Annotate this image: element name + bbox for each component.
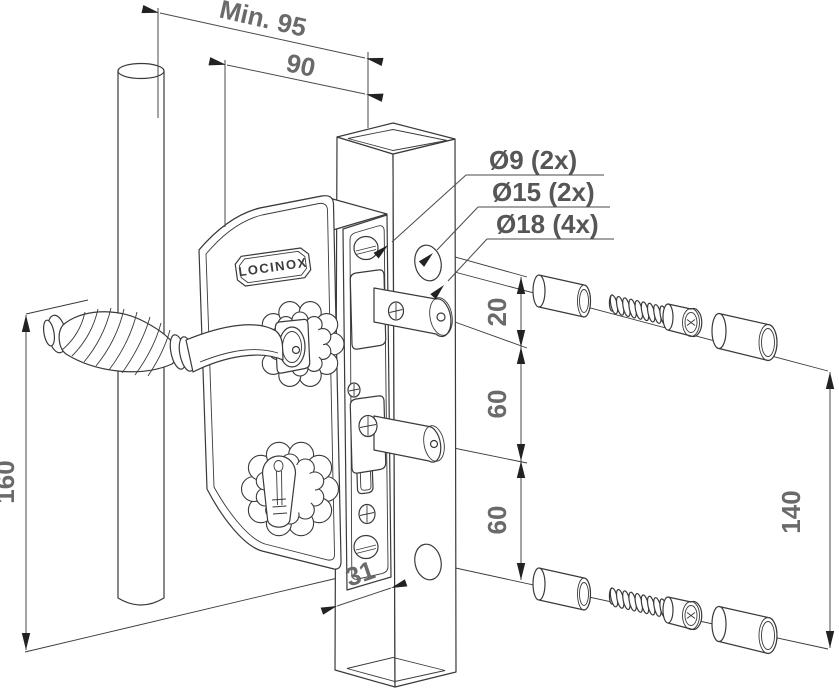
dead-bolt bbox=[349, 395, 445, 474]
latch-adjust-screw bbox=[387, 301, 405, 321]
top-fixing-screw bbox=[353, 235, 379, 261]
latch-bolt bbox=[349, 269, 453, 350]
label-d15: Ø15 (2x) bbox=[418, 177, 610, 267]
dim-160: 160 bbox=[0, 315, 31, 650]
dim-90: 90 bbox=[208, 48, 384, 227]
cover-cap bbox=[711, 312, 778, 362]
small-phillips-screw bbox=[347, 382, 361, 398]
handle-twist-lines bbox=[61, 307, 171, 377]
dim-min-95: Min. 95 bbox=[141, 0, 384, 128]
label-d9-text: Ø9 (2x) bbox=[489, 145, 577, 175]
dim-chain-20-60-60: 20 60 60 bbox=[482, 277, 526, 580]
spacer-sleeve bbox=[532, 567, 592, 611]
drill-hole-bottom bbox=[414, 543, 442, 581]
fastener-set-bottom bbox=[532, 567, 778, 655]
label-d18: Ø18 (4x) bbox=[430, 209, 614, 300]
lock-body: LOCINOX bbox=[198, 195, 392, 591]
socket-screw bbox=[608, 294, 703, 338]
fastener-set-top bbox=[532, 274, 778, 362]
bottom-fixing-screw bbox=[353, 534, 379, 560]
dim-90-value: 90 bbox=[284, 48, 319, 83]
faceplate-inner-panel bbox=[349, 225, 389, 580]
key-hole bbox=[273, 460, 284, 472]
label-d18-text: Ø18 (4x) bbox=[496, 209, 599, 239]
lower-phillips-screw bbox=[358, 503, 376, 525]
brand-plate: LOCINOX bbox=[234, 247, 312, 287]
handle bbox=[42, 307, 301, 377]
dim-20-value: 20 bbox=[482, 298, 512, 327]
dim-140-value: 140 bbox=[776, 490, 806, 533]
cylinder-rosette bbox=[240, 441, 340, 537]
drill-hole-top bbox=[414, 244, 442, 282]
dim-140: 140 bbox=[776, 372, 835, 648]
label-d9: Ø9 (2x) bbox=[373, 145, 604, 259]
dim-60-mid-value: 60 bbox=[482, 390, 512, 419]
cover-cap bbox=[711, 605, 778, 655]
deadbolt-screw bbox=[358, 414, 378, 438]
handle-screw bbox=[291, 345, 301, 355]
dim-60-bottom-value: 60 bbox=[482, 506, 512, 535]
euro-cylinder bbox=[261, 455, 297, 528]
socket-screw bbox=[608, 587, 703, 631]
drill-labels: Ø9 (2x) Ø15 (2x) Ø18 (4x) bbox=[373, 145, 614, 300]
dim-160-value: 160 bbox=[0, 460, 20, 503]
lock-front-face-inner-line bbox=[205, 202, 335, 561]
handle-arm bbox=[185, 324, 284, 373]
spacer-sleeve bbox=[532, 274, 592, 318]
dim-min-95-value: Min. 95 bbox=[217, 0, 310, 43]
label-d15-text: Ø15 (2x) bbox=[492, 177, 595, 207]
